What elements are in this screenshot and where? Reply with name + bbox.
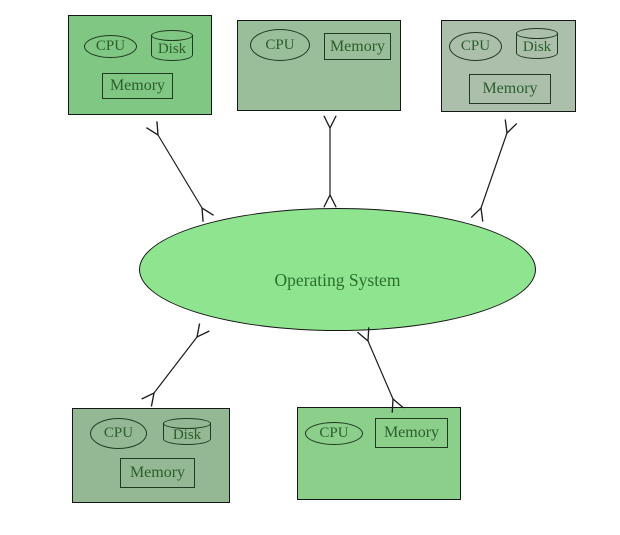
disk-label: Disk [522, 38, 552, 55]
cpu-shape: CPU [305, 422, 363, 445]
machine-node-top-middle: CPU Memory [237, 20, 401, 111]
disk-shape: Disk [516, 28, 558, 59]
memory-label: Memory [109, 77, 166, 94]
cpu-shape: CPU [90, 418, 147, 449]
arrow-bottom-right [357, 327, 404, 413]
disk-label: Disk [157, 40, 187, 57]
memory-box: Memory [120, 458, 195, 488]
memory-label: Memory [129, 464, 186, 481]
memory-label: Memory [482, 80, 538, 97]
memory-box: Memory [469, 74, 551, 104]
machine-node-bottom-left: CPU Disk Memory [72, 408, 230, 503]
memory-box: Memory [102, 73, 173, 99]
disk-label: Disk [172, 426, 202, 443]
cpu-shape: CPU [449, 32, 502, 61]
machine-node-bottom-right: CPU Memory [297, 407, 461, 500]
disk-body [516, 33, 558, 59]
disk-shape: Disk [163, 418, 211, 445]
memory-box: Memory [324, 33, 391, 60]
disk-shape: Disk [151, 30, 193, 61]
cpu-label: CPU [460, 38, 491, 54]
operating-system-label: Operating System [274, 270, 401, 290]
cpu-shape: CPU [84, 35, 137, 58]
disk-body [163, 423, 211, 445]
memory-label: Memory [329, 37, 386, 55]
cpu-label: CPU [103, 425, 134, 441]
disk-body [151, 35, 193, 61]
arrow-top-left [146, 121, 214, 222]
memory-box: Memory [375, 418, 448, 448]
machine-node-top-right: CPU Disk Memory [441, 20, 576, 112]
cpu-label: CPU [265, 36, 295, 53]
arrow-top-right [470, 119, 518, 222]
cpu-label: CPU [95, 38, 126, 54]
cpu-shape: CPU [250, 29, 310, 61]
memory-label: Memory [383, 424, 440, 441]
machine-node-top-left: CPU Disk Memory [68, 15, 212, 115]
cpu-label: CPU [319, 425, 349, 441]
arrow-bottom-left [141, 323, 210, 407]
operating-system-ellipse: Operating System [139, 208, 536, 331]
